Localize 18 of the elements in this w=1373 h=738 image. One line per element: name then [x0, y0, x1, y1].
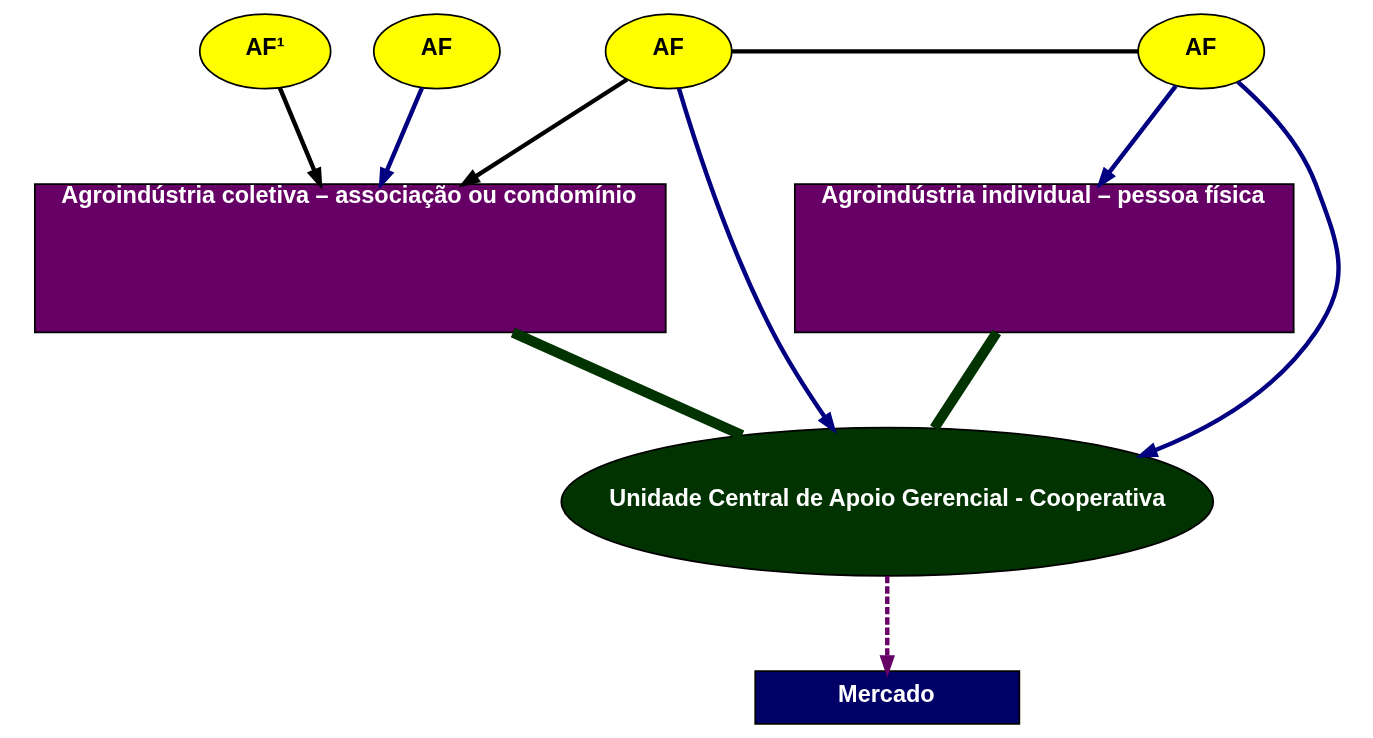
arrow: [1095, 84, 1177, 190]
node-ellipse: AF: [372, 13, 501, 90]
arrow: [879, 576, 895, 678]
arrow: [1135, 80, 1341, 458]
arrow: [378, 87, 424, 190]
node-box: Mercado: [753, 670, 1020, 725]
node-ellipse: AF¹: [198, 13, 331, 90]
node-box: Agroindústria coletiva – associação ou condomínio: [33, 183, 667, 334]
connector: [731, 49, 1138, 54]
arrow: [457, 77, 628, 188]
node-ellipse: Unidade Central de Apoio Gerencial - Cooperativa: [559, 426, 1214, 577]
node-ellipse: AF: [604, 13, 733, 90]
node-box: Agroindústria individual – pessoa física: [793, 183, 1295, 334]
arrow: [676, 87, 837, 435]
connector: [929, 329, 1001, 431]
arrow: [277, 87, 322, 190]
connector: [510, 327, 744, 440]
node-ellipse: AF: [1136, 13, 1265, 90]
